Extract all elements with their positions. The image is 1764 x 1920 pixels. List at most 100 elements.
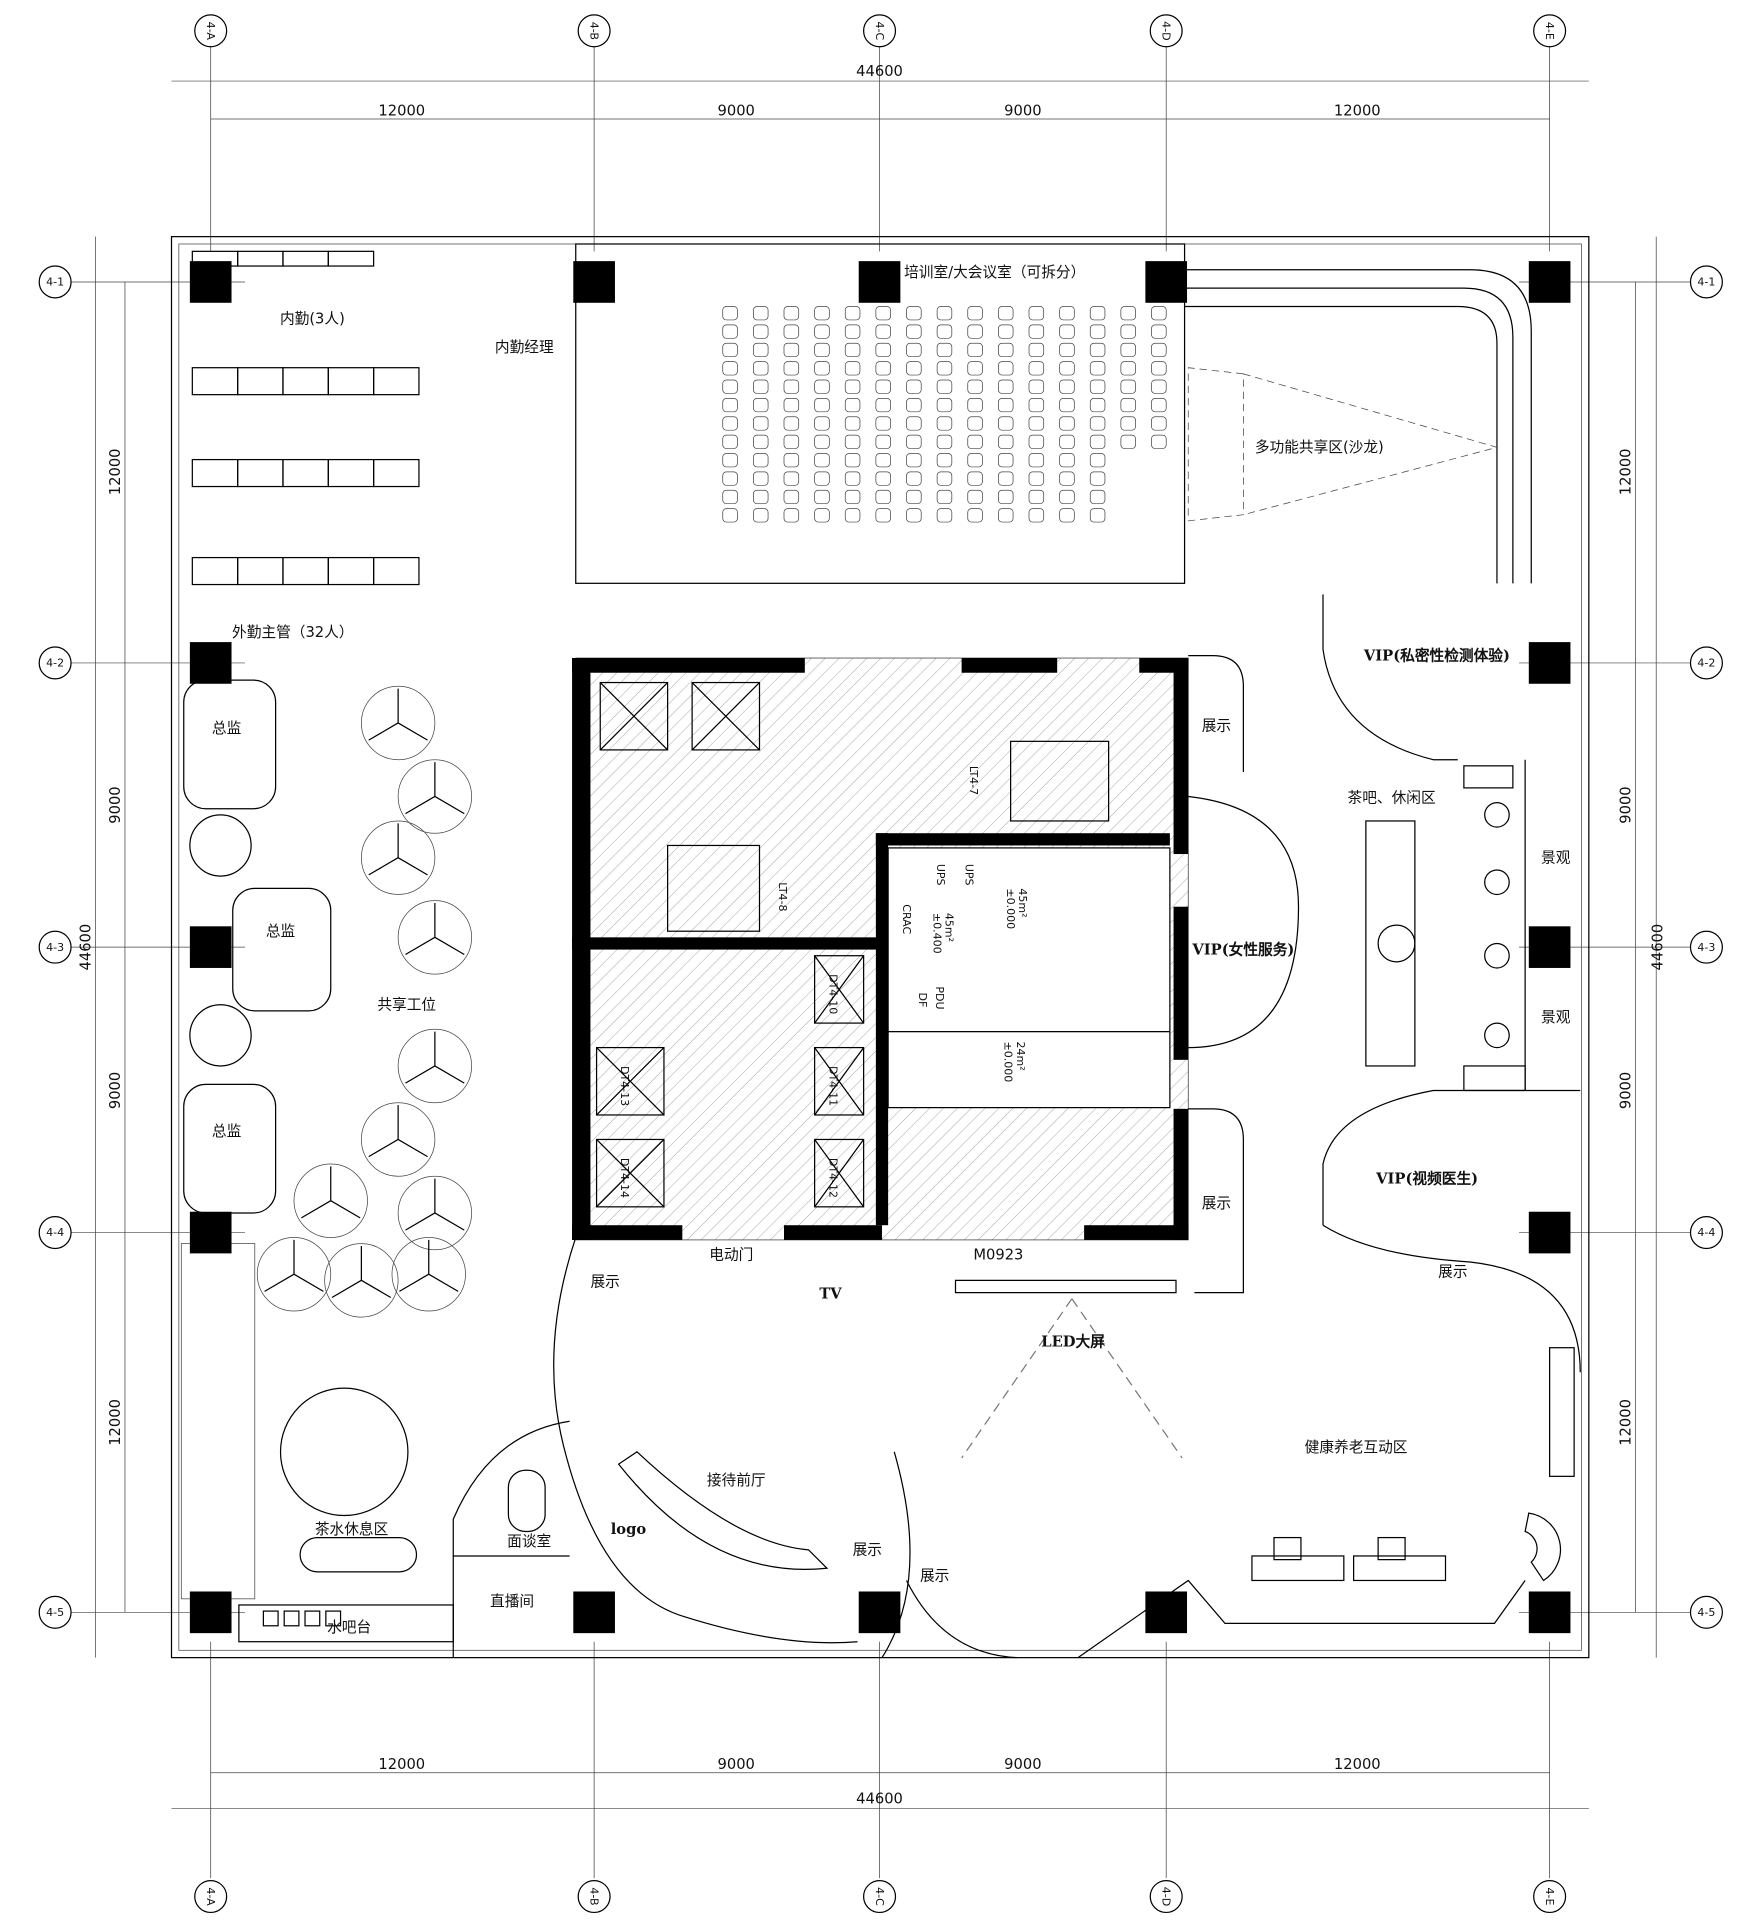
pod-outline xyxy=(293,1163,368,1238)
shared-desk-pods xyxy=(256,685,472,1318)
seat xyxy=(967,342,983,358)
seat xyxy=(906,397,922,413)
it-area: 24m² xyxy=(1014,1041,1027,1070)
seat xyxy=(1059,508,1075,523)
seat xyxy=(1059,416,1075,431)
seat xyxy=(1028,361,1045,376)
desk xyxy=(237,458,284,488)
seat xyxy=(998,324,1014,339)
seat xyxy=(753,342,769,358)
axis-bubble xyxy=(1149,14,1183,48)
label-tv: TV xyxy=(819,1286,842,1303)
desk xyxy=(373,556,420,586)
seat xyxy=(998,306,1014,321)
label-display-6: 展示 xyxy=(920,1567,949,1584)
axis-label: 4-5 xyxy=(1697,1606,1715,1619)
label-logo: logo xyxy=(611,1521,647,1538)
seat xyxy=(936,361,953,376)
seat xyxy=(844,434,861,449)
seat xyxy=(1089,397,1106,413)
pod xyxy=(368,688,428,741)
seat xyxy=(722,397,738,413)
seat xyxy=(722,361,738,376)
seat xyxy=(783,489,800,505)
column xyxy=(189,1591,232,1634)
seat xyxy=(967,306,983,321)
axis-bubble xyxy=(863,1879,897,1914)
desk xyxy=(282,556,329,586)
label-director-1: 总监 xyxy=(212,720,242,737)
desk xyxy=(327,458,375,488)
seat xyxy=(1028,508,1045,523)
column xyxy=(573,261,615,303)
seat xyxy=(1151,434,1167,449)
desk xyxy=(373,458,420,488)
seat xyxy=(783,471,800,486)
pod xyxy=(405,903,465,956)
seat xyxy=(875,379,891,394)
seat xyxy=(753,361,769,376)
seat xyxy=(1151,379,1167,394)
elevators xyxy=(595,681,865,1208)
seat xyxy=(753,324,769,339)
lift-dt4-12: DT4-12 xyxy=(826,1158,839,1198)
label-vip-private: VIP(私密性检测体验) xyxy=(1363,646,1510,664)
seat xyxy=(783,416,800,431)
pod xyxy=(368,1105,428,1158)
axis-bubble xyxy=(38,930,72,964)
seat xyxy=(1089,489,1106,505)
server-area-1: 45m² xyxy=(943,913,956,942)
dim-top-2: 9000 xyxy=(718,102,755,119)
pod-outline xyxy=(397,1028,472,1104)
seat xyxy=(967,397,983,413)
seat xyxy=(844,471,861,486)
axis-bubble xyxy=(38,1595,72,1629)
label-display-3: 展示 xyxy=(1438,1264,1467,1281)
column xyxy=(189,1211,232,1254)
seat xyxy=(875,471,891,486)
column xyxy=(573,1591,615,1634)
seat xyxy=(722,434,738,449)
seat xyxy=(1059,361,1075,376)
label-tea-rest: 茶水休息区 xyxy=(315,1521,388,1538)
dim-right-1: 12000 xyxy=(1617,448,1634,495)
seat xyxy=(936,397,953,413)
seat xyxy=(906,324,922,339)
stairs xyxy=(667,740,1110,932)
seat xyxy=(814,342,830,358)
label-landscape-1: 景观 xyxy=(1541,850,1571,867)
seat xyxy=(998,453,1014,468)
axis-label: 4-4 xyxy=(46,1226,64,1239)
label-landscape-2: 景观 xyxy=(1541,1009,1571,1026)
dim-overall-left: 44600 xyxy=(78,924,95,971)
seat xyxy=(1028,379,1045,394)
label-director-3: 总监 xyxy=(212,1123,242,1140)
seat xyxy=(936,453,953,468)
pod xyxy=(331,1246,392,1299)
seat xyxy=(1028,324,1045,339)
label-electric-door: 电动门 xyxy=(709,1247,753,1264)
desk xyxy=(191,458,239,488)
column xyxy=(858,261,901,303)
column xyxy=(189,926,232,968)
seat xyxy=(1120,342,1136,358)
dim-right-4: 12000 xyxy=(1617,1399,1634,1446)
axis-label: 4-A xyxy=(204,1887,217,1906)
seat xyxy=(753,397,769,413)
dim-left-1: 12000 xyxy=(107,448,124,495)
pod-outline xyxy=(361,1102,436,1177)
axis-label: 4-C xyxy=(873,1887,886,1906)
seat xyxy=(1089,324,1106,339)
seat xyxy=(875,416,891,431)
axis-bubble xyxy=(38,1216,72,1250)
dim-left-4: 12000 xyxy=(107,1399,124,1446)
label-live-room: 直播间 xyxy=(490,1593,534,1610)
seat xyxy=(1089,361,1106,376)
ups-label-2: UPS xyxy=(962,864,975,886)
seat xyxy=(1028,489,1045,505)
column xyxy=(1145,1591,1188,1634)
dim-right-3: 9000 xyxy=(1617,1072,1634,1109)
seat xyxy=(1059,489,1075,505)
seat xyxy=(1059,434,1075,449)
seat xyxy=(875,306,891,321)
